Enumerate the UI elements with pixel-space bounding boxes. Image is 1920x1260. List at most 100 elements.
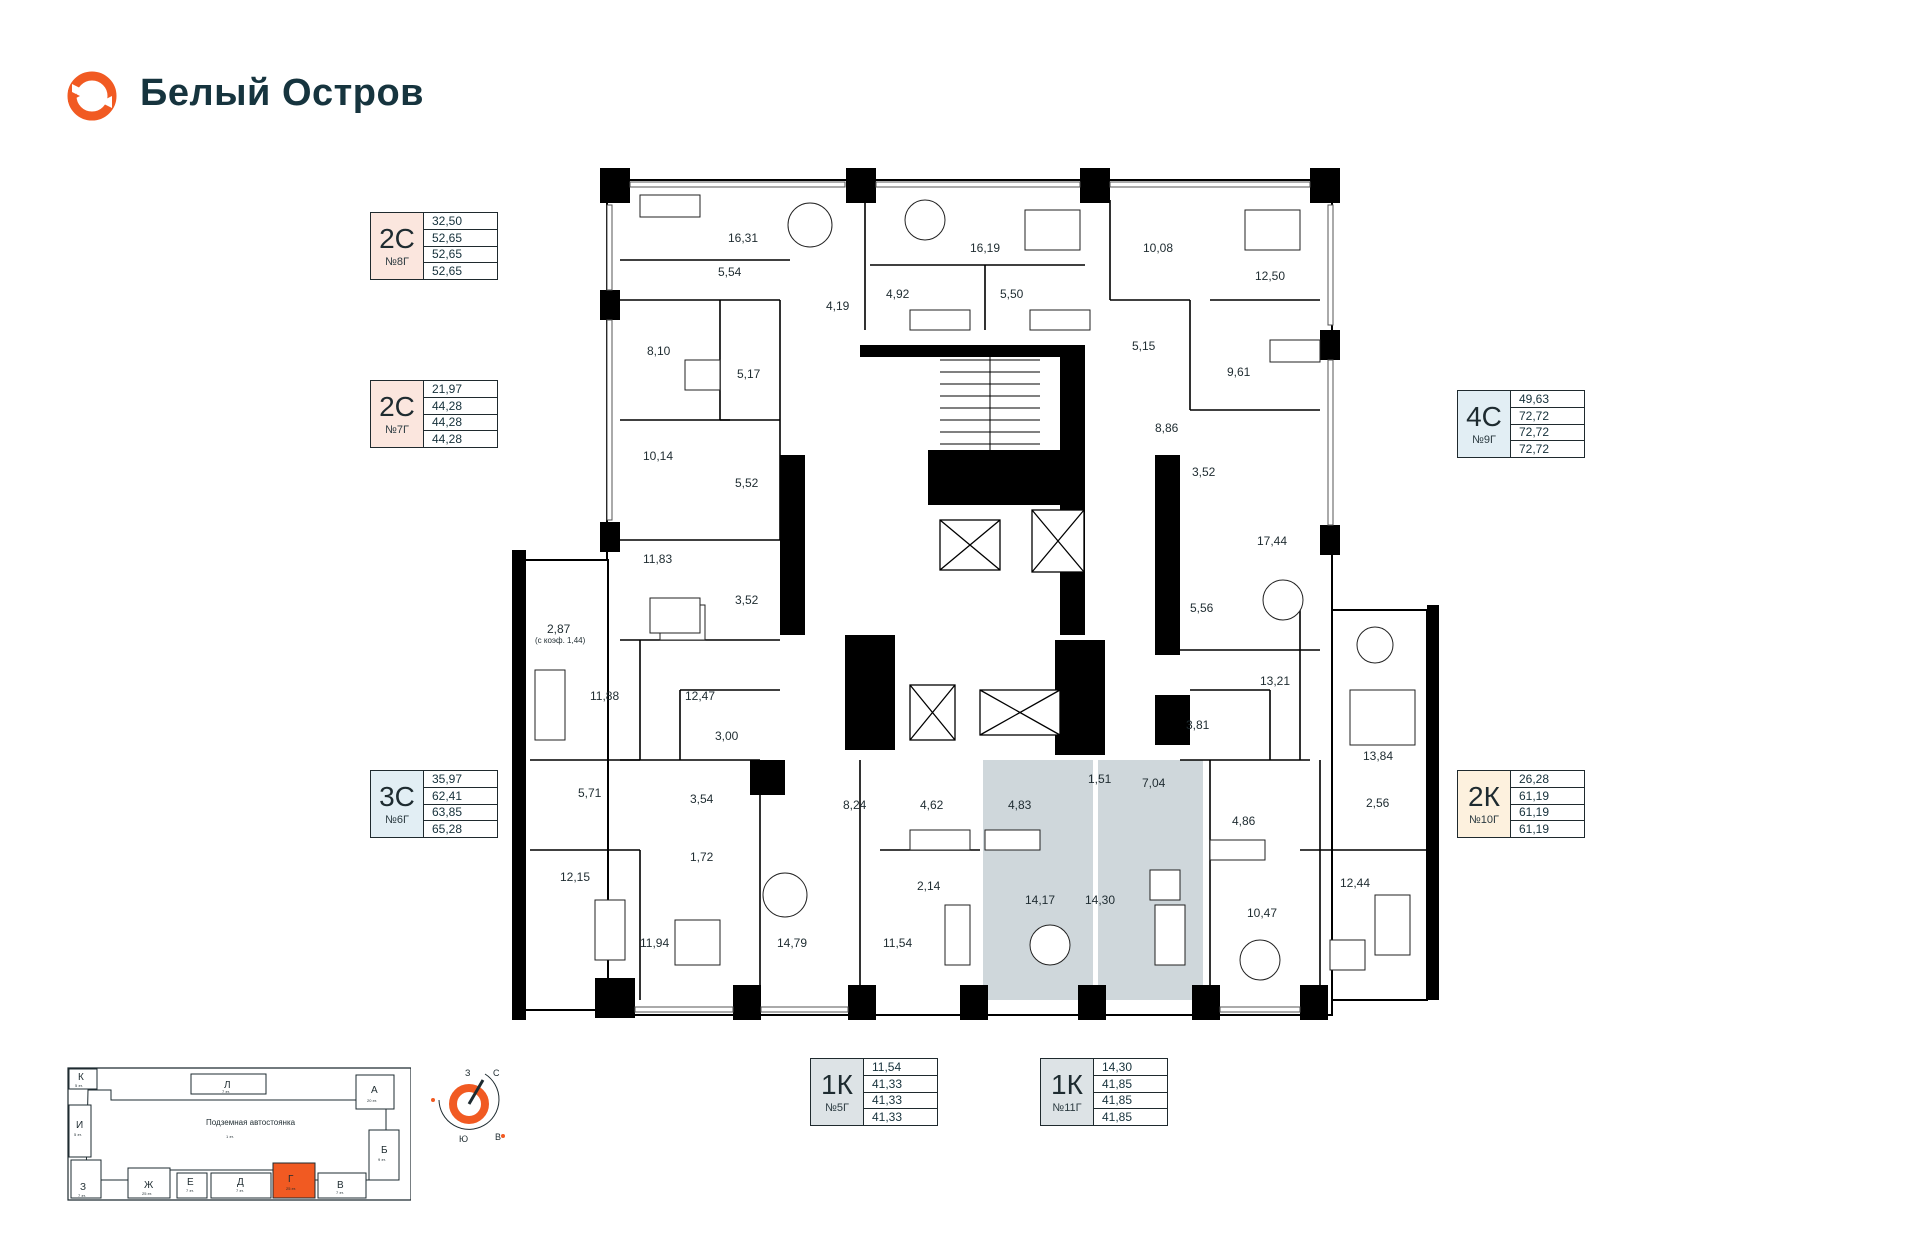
room-area: 13,84 (1363, 749, 1393, 763)
apartment-type: 1К (821, 1069, 853, 1100)
compass-icon: З С Ю В (431, 1068, 505, 1144)
compass-north: С (493, 1068, 500, 1078)
area-value: 49,63 (1511, 391, 1584, 408)
room-area: 4,19 (826, 299, 850, 313)
apartment-number: №6Г (385, 814, 409, 826)
complex-key-map[interactable]: К 5 эт. Л 7 эт. А 20 эт. И 5 эт. Б 9 эт.… (66, 1060, 411, 1205)
room-area: 5,17 (737, 367, 761, 381)
apartment-number: №7Г (385, 424, 409, 436)
room-area: 1,51 (1088, 772, 1112, 786)
area-value: 11,54 (864, 1059, 937, 1076)
section-label: Д (237, 1177, 244, 1188)
apartment-number: №8Г (385, 256, 409, 268)
section-label: Г (288, 1174, 294, 1185)
area-value: 32,50 (424, 213, 497, 230)
section-label: З (80, 1182, 86, 1193)
room-area: 7,04 (1142, 776, 1166, 790)
apartment-number: №9Г (1472, 434, 1496, 446)
active-section[interactable] (272, 1162, 316, 1199)
area-value: 65,28 (432, 822, 463, 837)
room-area: 10,47 (1247, 906, 1277, 920)
room-area: 13,21 (1260, 674, 1290, 688)
area-value: 72,72 (1519, 442, 1550, 457)
lift-shafts (909, 509, 1085, 741)
apartment-type: 2С (379, 223, 415, 254)
area-value: 41,33 (864, 1093, 937, 1110)
area-value: 44,28 (432, 432, 463, 447)
room-area: 11,88 (590, 689, 619, 703)
room-area-note: (с коэф. 1,44) (535, 636, 586, 645)
section-floors: 7 эт. (336, 1190, 344, 1195)
room-area: 10,14 (643, 449, 673, 463)
room-area: 3,52 (735, 593, 759, 607)
apartment-type: 1К (1051, 1069, 1083, 1100)
compass-south: Ю (459, 1134, 468, 1144)
room-area: 12,44 (1340, 876, 1370, 890)
room-area: 2,87 (547, 622, 571, 636)
room-area: 1,72 (690, 850, 714, 864)
section-label: Л (224, 1080, 231, 1091)
area-value: 63,85 (424, 805, 497, 822)
area-value: 52,65 (424, 230, 497, 247)
room-area: 3,00 (715, 729, 739, 743)
section-label: В (337, 1180, 344, 1191)
room-area: 9,61 (1227, 365, 1251, 379)
area-value: 62,41 (424, 788, 497, 805)
room-area: 8,24 (843, 798, 867, 812)
section-floors: 7 эт. (78, 1193, 86, 1198)
room-labels: 16,31 16,19 10,08 12,50 5,54 4,19 4,92 5… (535, 231, 1393, 950)
area-value: 52,65 (424, 247, 497, 264)
apartment-number: №11Г (1052, 1102, 1082, 1114)
area-value: 61,19 (1519, 822, 1550, 837)
area-value: 21,97 (424, 381, 497, 398)
room-area: 3,81 (1186, 718, 1210, 732)
section-label: Б (381, 1145, 388, 1156)
room-area: 10,08 (1143, 241, 1173, 255)
apartment-type: 2С (379, 391, 415, 422)
staircase (940, 345, 1040, 450)
section-label: И (76, 1120, 83, 1131)
parking-floors: 1 эт. (226, 1134, 234, 1139)
highlight-apartment-5 (983, 760, 1093, 1000)
room-area: 12,15 (560, 870, 590, 884)
area-value: 41,85 (1094, 1093, 1167, 1110)
apartment-type: 2К (1468, 781, 1500, 812)
parking-label: Подземная автостоянка (206, 1118, 296, 1127)
compass-west: З (465, 1068, 470, 1078)
room-area: 4,62 (920, 798, 944, 812)
section-floors: 5 эт. (74, 1132, 82, 1137)
section-floors: 9 эт. (378, 1157, 386, 1162)
area-value: 44,28 (424, 398, 497, 415)
room-area: 5,54 (718, 265, 742, 279)
room-area: 2,56 (1366, 796, 1390, 810)
area-value: 44,28 (424, 415, 497, 432)
room-area: 16,31 (728, 231, 758, 245)
area-value: 41,33 (872, 1110, 903, 1125)
room-area: 3,54 (690, 792, 714, 806)
section-floors: 25 эт. (286, 1186, 296, 1191)
room-area: 11,54 (883, 936, 912, 950)
section-label: Е (187, 1177, 194, 1188)
room-area: 12,47 (685, 689, 715, 703)
room-area: 4,86 (1232, 814, 1256, 828)
room-area: 11,83 (643, 552, 672, 566)
area-value: 41,85 (1094, 1076, 1167, 1093)
room-area: 3,52 (1192, 465, 1216, 479)
room-area: 16,19 (970, 241, 1000, 255)
room-area: 8,86 (1155, 421, 1179, 435)
apartment-type: 4С (1466, 401, 1502, 432)
section-floors: 7 эт. (222, 1089, 230, 1094)
room-area: 4,83 (1008, 798, 1032, 812)
area-value: 72,72 (1511, 408, 1584, 425)
area-value: 41,33 (864, 1076, 937, 1093)
room-area: 5,56 (1190, 601, 1214, 615)
area-value: 61,19 (1511, 805, 1584, 822)
